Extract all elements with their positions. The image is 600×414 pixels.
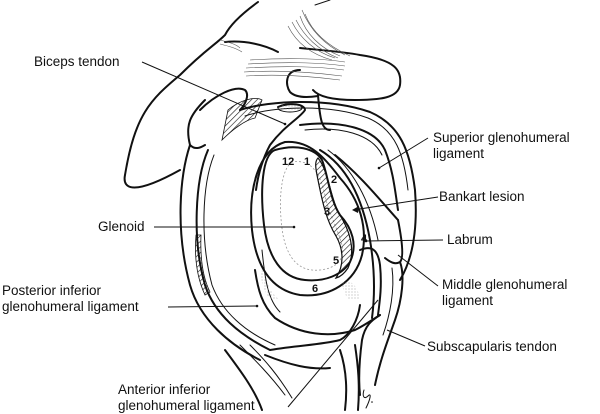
clock-1: 1	[304, 156, 310, 168]
leader-middle-gh	[397, 254, 439, 287]
label-superior-gh-line1: Superior glenohumeral	[433, 130, 570, 145]
humeral-head-outline	[179, 87, 417, 361]
clock-12: 12	[282, 156, 294, 168]
leader-labrum	[365, 239, 444, 242]
label-labrum: Labrum	[447, 232, 493, 247]
label-anterior-ih-line2: glenohumeral ligament	[118, 398, 255, 413]
clock-6: 6	[312, 283, 318, 295]
posterior-capsule-hatch	[195, 98, 263, 296]
clock-position-numbers: 12 1 2 3 4 5 6	[282, 156, 368, 295]
leader-posterior-ih	[167, 305, 258, 308]
leader-subscapularis	[386, 329, 426, 347]
label-posterior-ih-line2: glenohumeral ligament	[2, 299, 139, 314]
clock-3: 3	[324, 206, 330, 218]
superior-gh-ligament-shape	[299, 122, 399, 221]
clock-5: 5	[333, 255, 339, 267]
label-glenoid: Glenoid	[98, 219, 145, 234]
biceps-tendon-shape	[255, 103, 306, 191]
label-middle-gh-line1: Middle glenohumeral	[442, 277, 568, 292]
inferior-capsule	[224, 249, 381, 411]
leader-bankart	[352, 196, 439, 211]
leader-biceps-tendon	[141, 61, 286, 125]
label-subscapularis-tendon: Subscapularis tendon	[427, 339, 557, 354]
clock-2: 2	[331, 174, 337, 186]
glenoid-rim	[250, 140, 365, 297]
clock-4: 4	[361, 233, 368, 245]
label-anterior-ih-line1: Anterior inferior	[118, 382, 211, 397]
bankart-lesion-shape	[315, 157, 353, 279]
acromion-outline	[123, 1, 402, 189]
leader-superior-gh	[378, 137, 429, 169]
label-superior-gh-line2: ligament	[433, 146, 485, 161]
label-biceps-tendon: Biceps tendon	[34, 54, 120, 69]
label-posterior-ih-line1: Posterior inferior	[2, 283, 102, 298]
label-middle-gh-line2: ligament	[442, 293, 494, 308]
leader-lines	[141, 61, 444, 408]
artist-signature	[362, 389, 373, 409]
label-bankart-lesion: Bankart lesion	[439, 189, 525, 204]
labrum-and-anterior-ligaments	[319, 149, 404, 396]
leader-anterior-ih	[287, 299, 379, 408]
coracoacromial-ligament-fibers	[219, 0, 351, 81]
